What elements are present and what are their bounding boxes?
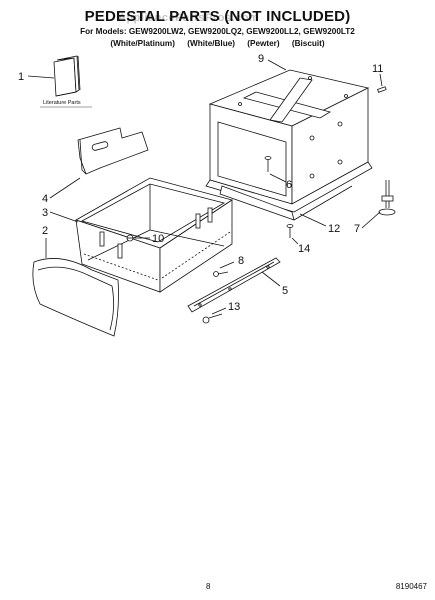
rail-lower-screw: [202, 313, 223, 324]
callout-2: 2: [42, 225, 48, 237]
leader-1: [27, 75, 55, 79]
clip-part: [377, 86, 387, 93]
leader-3: [49, 211, 79, 223]
pedestal-cabinet: [205, 69, 373, 221]
variant-white-platinum: (White/Platinum): [110, 39, 175, 48]
callout-7: 7: [354, 223, 360, 235]
callout-3: 3: [42, 207, 48, 219]
document-number: 8190467: [395, 582, 427, 591]
leader-7: [361, 211, 381, 229]
callout-10: 10: [152, 233, 164, 245]
page-title: PEDESTAL PARTS (NOT INCLUDED): [84, 8, 351, 25]
drawer-front-panel: [77, 127, 149, 175]
callout-6: 6: [286, 179, 292, 191]
rail-screw: [213, 271, 229, 277]
callout-1: 1: [18, 71, 24, 83]
variant-white-blue: (White/Blue): [187, 39, 235, 48]
callout-11: 11: [372, 63, 383, 75]
variants-line: (White/Platinum) (White/Blue) (Pewter) (…: [0, 39, 435, 48]
drawer-box: [75, 177, 233, 293]
leader-11: [379, 73, 383, 87]
leader-12: [299, 213, 327, 227]
leader-9: [267, 59, 287, 71]
callout-14: 14: [298, 243, 310, 255]
variant-biscuit: (Biscuit): [291, 39, 325, 48]
callout-12: 12: [328, 223, 340, 235]
callout-5: 5: [282, 285, 288, 297]
leader-5: [261, 271, 281, 287]
leader-8: [219, 261, 235, 269]
watermark: AppliancePartsPros.com: [118, 12, 260, 24]
drawer-front-cover: [32, 258, 119, 337]
leader-6: [269, 173, 287, 183]
leveling-leg: [378, 180, 396, 216]
variant-pewter: (Pewter): [247, 39, 280, 48]
page-number: 8: [206, 582, 211, 591]
literature-booklet: [53, 55, 81, 97]
leader-14: [291, 237, 299, 245]
base-screw: [286, 224, 294, 238]
callout-8: 8: [238, 255, 244, 267]
drawer-screw: [126, 234, 134, 242]
drawer-slide-rail: [187, 257, 281, 313]
leader-4: [49, 177, 81, 199]
models-line: For Models: GEW9200LW2, GEW9200LQ2, GEW9…: [80, 27, 355, 36]
callout-4: 4: [42, 193, 48, 205]
leader-13: [211, 307, 227, 315]
cabinet-screw: [264, 156, 272, 172]
callout-9: 9: [258, 53, 264, 65]
callout-13: 13: [228, 301, 240, 313]
literature-label: Literature Parts: [43, 100, 81, 106]
